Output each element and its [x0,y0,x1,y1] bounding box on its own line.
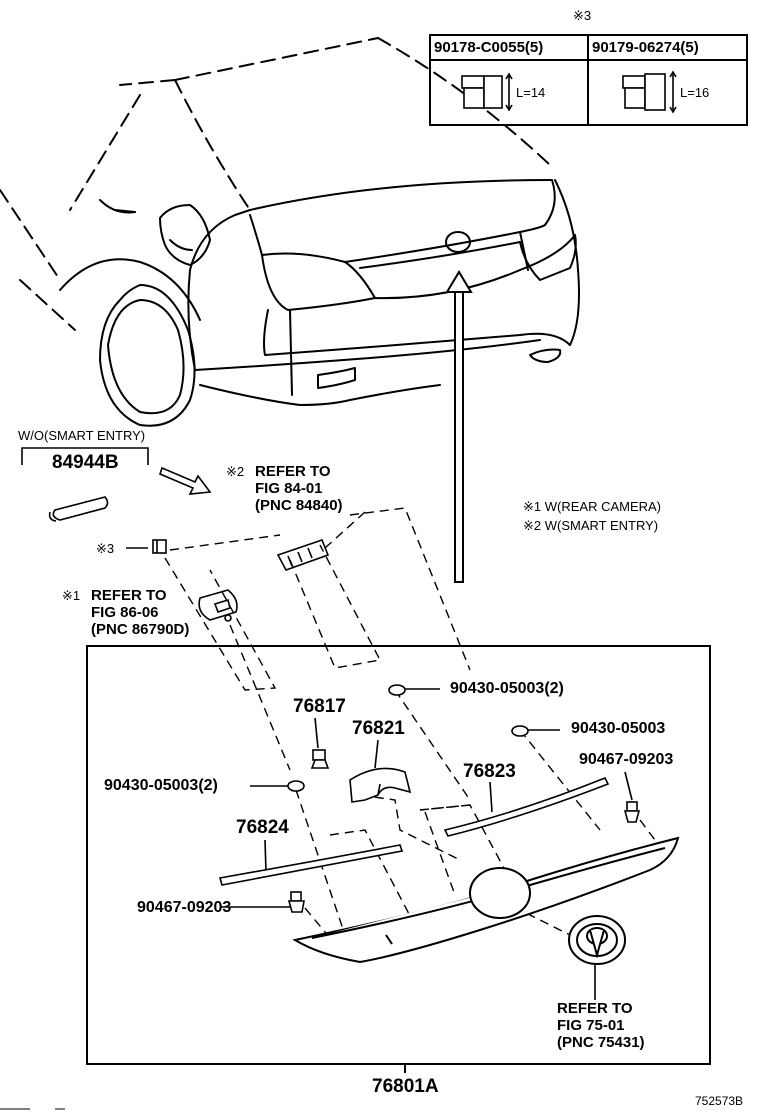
fastener-90467-right [623,801,641,823]
condition-label: W/O(SMART ENTRY) [18,428,146,443]
clip-76817 [310,749,330,769]
emblem-part [568,915,626,965]
refer-emblem-line3: (PNC 75431) [557,1034,645,1051]
refer-camera-mark: ※1 [62,588,81,603]
part-number-76821: 76821 [352,718,405,739]
part-number-90467-09203-left: 90467-09203 [137,899,232,916]
bracket-84944b [21,447,149,522]
refer-smart-line2: FIG 84-01 [255,480,323,497]
part-number-90430-05003: 90430-05003 [571,720,666,737]
refer-emblem-line2: FIG 75-01 [557,1017,625,1034]
part-number-76817: 76817 [293,696,346,717]
moulding-76823 [443,776,610,837]
bolt-table-mark: ※3 [573,8,592,23]
refer-emblem-line1: REFER TO [557,1000,633,1017]
back-door-garnish [292,836,680,964]
refer-smart-line3: (PNC 84840) [255,497,343,514]
part-number-90430-05003-2-top: 90430-05003(2) [450,680,564,697]
part-number-76801a: 76801A [372,1076,439,1097]
moulding-76824 [218,844,404,886]
note-smart-entry: ※2 W(SMART ENTRY) [523,518,659,533]
part-number-76824: 76824 [236,817,289,838]
refer-smart-mark: ※2 [226,464,245,479]
bolt-length-1: L=14 [516,85,546,100]
clip-parts [287,684,529,792]
bolt-length-2: L=16 [680,85,710,100]
assembly-frame [86,645,711,1065]
part-number-84944b: 84944B [52,452,119,473]
refer-smart-line1: REFER TO [255,463,331,480]
nut-mark: ※3 [96,541,115,556]
fastener-90467-left [287,891,305,913]
rear-camera-part [198,589,238,622]
refer-camera-line2: FIG 86-06 [91,604,159,621]
install-direction-arrow [445,270,473,583]
part-number-90467-09203-right: 90467-09203 [579,751,674,768]
refer-camera-line1: REFER TO [91,587,167,604]
part-leader-lines [220,688,633,1000]
bolt-part-number-1: 90178-C0055(5) [434,39,544,56]
bolt-part-number-2: 90179-06274(5) [592,39,699,56]
cover-76821 [349,767,412,803]
bolt-icon-long [622,70,677,114]
car-rear-illustration [0,37,580,427]
refer-camera-line3: (PNC 86790D) [91,621,190,638]
bolt-table [429,34,748,126]
part-number-90430-05003-2-left: 90430-05003(2) [104,777,218,794]
bolt-icon-short [461,72,513,112]
diagram-id: 752573B [695,1094,744,1108]
note-rear-camera: ※1 W(REAR CAMERA) [523,499,662,514]
nut-part [126,539,167,554]
smart-entry-switch-part [276,538,330,571]
part-number-76823: 76823 [463,761,516,782]
direction-arrow-small [159,466,212,495]
